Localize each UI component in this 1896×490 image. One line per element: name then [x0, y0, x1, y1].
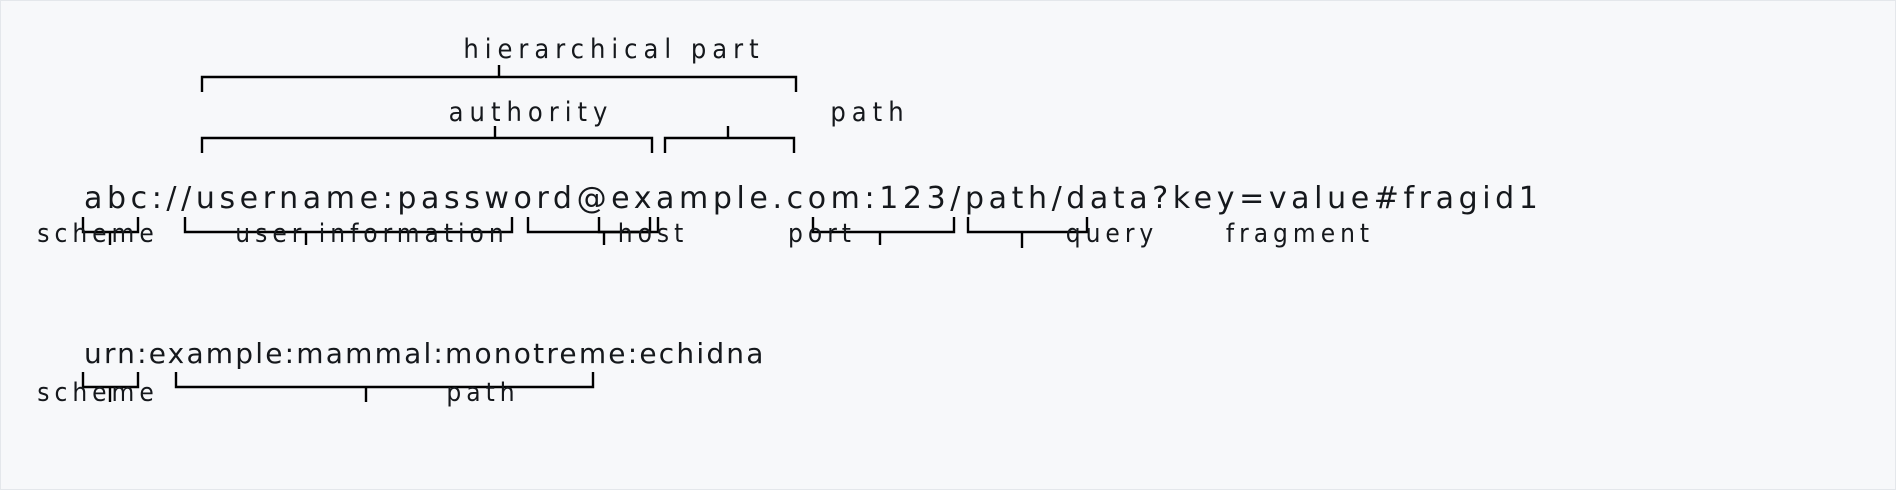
bracket-host	[526, 217, 660, 245]
bracket-urn-path	[174, 372, 595, 402]
label-urn-path: path	[446, 378, 519, 408]
bracket-host-inner	[597, 217, 652, 234]
bracket-authority	[200, 126, 654, 153]
label-urn-scheme: scheme	[37, 378, 158, 408]
label-user-information: user information	[235, 219, 508, 249]
urn-string: urn:example:mammal:monotreme:echidna	[84, 337, 766, 370]
bracket-path-top	[663, 126, 796, 153]
bracket-user-information	[183, 217, 514, 245]
bracket-hierarchical-part	[200, 65, 798, 92]
label-scheme: scheme	[37, 219, 158, 249]
label-authority: authority	[449, 97, 614, 128]
label-fragment: fragment	[1226, 219, 1374, 249]
label-port: port	[788, 219, 856, 249]
label-query: query	[1066, 219, 1159, 249]
label-path: path	[830, 97, 909, 128]
bracket-urn-scheme	[81, 372, 140, 402]
uri-string: abc://username:password@example.com:123/…	[84, 181, 1543, 216]
bracket-scheme	[81, 217, 140, 245]
bracket-query	[966, 217, 1089, 248]
label-host: host	[618, 219, 689, 249]
bracket-port	[811, 217, 956, 245]
label-hierarchical-part: hierarchical part	[463, 34, 764, 65]
